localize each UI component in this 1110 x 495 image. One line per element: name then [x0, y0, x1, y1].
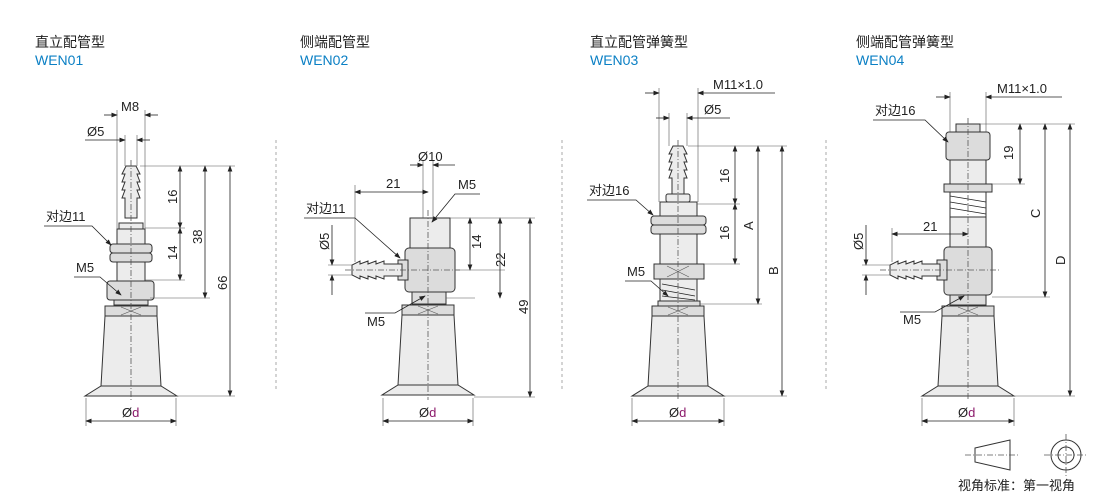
- dim-D: D: [1053, 256, 1068, 265]
- cup-diameter-label: Ød: [122, 405, 139, 420]
- dim-21: 21: [386, 176, 400, 191]
- dim-thread-m8: M8: [121, 99, 139, 114]
- dim-C: C: [1028, 209, 1043, 218]
- m5-label: M5: [367, 314, 385, 329]
- m5-label: M5: [627, 264, 645, 279]
- dim-B: B: [766, 266, 781, 275]
- dim-hose-diameter: Ø5: [317, 233, 332, 250]
- model-code: WEN02: [300, 52, 348, 68]
- dim-21: 21: [923, 219, 937, 234]
- hex-width-label: 对边16: [875, 103, 915, 118]
- dim-hose-diameter: Ø5: [851, 233, 866, 250]
- hex-width-label: 对边16: [589, 183, 629, 198]
- first-angle-projection-icon: [965, 434, 1088, 476]
- dim-16: 16: [717, 226, 732, 240]
- model-code: WEN04: [856, 52, 904, 68]
- dim-10: Ø10: [418, 149, 443, 164]
- cup-diameter-label: Ød: [958, 405, 975, 420]
- m5-label: M5: [903, 312, 921, 327]
- cup-diameter-label: Ød: [419, 405, 436, 420]
- m5-label: M5: [76, 260, 94, 275]
- hex-width-label: 对边11: [46, 209, 86, 224]
- cup-diameter-label: Ød: [669, 405, 686, 420]
- thread-label: M11×1.0: [713, 77, 763, 92]
- projection-standard-label: 视角标准：第一视角: [958, 478, 1075, 493]
- panel-wen02: 侧端配管型 WEN02 Ø10 21 M5 对边11 Ø5 14 22 49: [300, 34, 535, 426]
- vertical-fitting-drawing: [84, 160, 178, 400]
- panel-wen04: 侧端配管弹簧型 WEN04 M11×1.0 对边16 19 C D: [851, 34, 1075, 426]
- panel-wen03: 直立配管弹簧型 WEN03 M11×1.0 Ø5 16 16 A: [587, 34, 787, 426]
- dim-66: 66: [215, 276, 230, 290]
- panel-title: 直立配管型: [35, 34, 105, 50]
- side-spring-fitting-drawing: [880, 118, 1015, 400]
- dim-22: 22: [493, 253, 508, 267]
- panel-title: 侧端配管型: [300, 34, 370, 50]
- dim-19: 19: [1001, 146, 1016, 160]
- vertical-spring-fitting-drawing: [631, 140, 725, 400]
- panel-title: 侧端配管弹簧型: [856, 34, 954, 50]
- dim-A: A: [741, 221, 756, 230]
- dim-38: 38: [190, 230, 205, 244]
- dim-14: 14: [165, 246, 180, 260]
- dim-14: 14: [469, 235, 484, 249]
- model-code: WEN03: [590, 52, 638, 68]
- dim-49: 49: [516, 300, 531, 314]
- dim-16: 16: [717, 169, 732, 183]
- side-fitting-drawing: [345, 210, 475, 400]
- m5-top-label: M5: [458, 177, 476, 192]
- panel-wen01: 直立配管型 WEN01 M8 Ø5 16 14 38 66 对边11 M: [35, 34, 235, 426]
- hex-width-label: 对边11: [306, 201, 346, 216]
- dim-16: 16: [165, 190, 180, 204]
- panel-title: 直立配管弹簧型: [590, 34, 688, 50]
- dim-hose-diameter: Ø5: [704, 102, 721, 117]
- dim-hose-diameter: Ø5: [87, 124, 104, 139]
- thread-label: M11×1.0: [997, 81, 1047, 96]
- model-code: WEN01: [35, 52, 83, 68]
